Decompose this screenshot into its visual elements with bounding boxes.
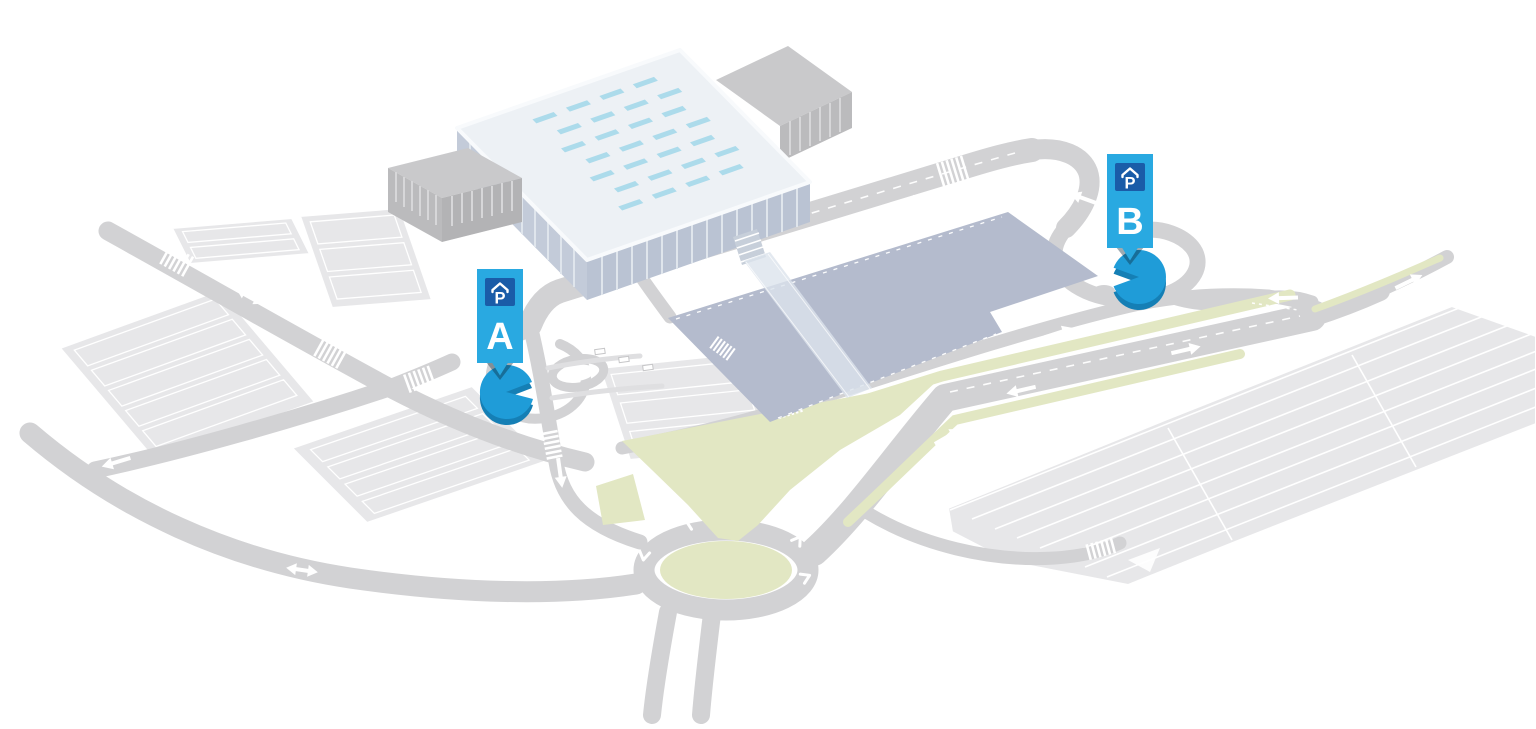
covered-parking-icon: P	[485, 278, 515, 308]
parking-icon-letter: P	[494, 290, 505, 308]
marker-letter-b: B	[1116, 201, 1143, 243]
parking-garage-b-building[interactable]	[1113, 250, 1166, 311]
parking-lot-southwest	[292, 386, 547, 523]
surface-parking-lots	[60, 208, 1536, 585]
annex-building-northeast	[716, 46, 852, 162]
road-south-stub-1	[643, 603, 677, 724]
traffic-arrow	[777, 243, 811, 264]
parking-lot-east-large	[946, 304, 1536, 587]
traffic-island	[1093, 285, 1115, 297]
parking-garages	[479, 250, 1166, 426]
parking-marker-b[interactable]: P B	[1107, 154, 1153, 265]
parking-garage-a-building[interactable]	[479, 365, 533, 426]
roof-skylights	[532, 76, 744, 211]
green-median-upper	[696, 289, 1296, 455]
bus-shelters	[594, 347, 654, 372]
green-median-lower	[843, 349, 1245, 527]
road-a-island-loop	[547, 353, 609, 393]
road-southwest-curve	[19, 422, 647, 603]
road-boulevard	[800, 303, 1326, 566]
parking-icon-letter: P	[1124, 175, 1135, 193]
glass-walkway	[744, 252, 872, 398]
parking-lot-north	[300, 208, 432, 308]
green-wedge-large	[622, 380, 938, 541]
marker-tail	[491, 361, 509, 376]
green-areas	[596, 254, 1444, 599]
rooftop-parking-deck	[668, 212, 1098, 422]
road-south-stub-2	[692, 605, 721, 724]
green-wedge-small	[596, 474, 645, 525]
road-b-ramp	[1022, 139, 1100, 238]
marker-tail	[1121, 246, 1139, 261]
covered-parking-icon: P	[1115, 163, 1145, 193]
pedestrian-bridge	[733, 229, 872, 398]
parking-marker-a[interactable]: P A	[477, 269, 523, 380]
buildings	[388, 46, 872, 398]
parking-lot-northwest-small	[172, 218, 310, 264]
green-median-east	[1311, 254, 1444, 313]
main-building	[455, 48, 812, 300]
parking-lot-west-large	[60, 290, 315, 460]
a-loop-island	[561, 364, 595, 382]
road-a-to-roundabout	[522, 317, 648, 550]
road-west-cross	[86, 353, 461, 479]
roundabout-island	[660, 541, 792, 599]
annex-building-west	[388, 148, 522, 242]
marker-letter-a: A	[486, 316, 513, 358]
